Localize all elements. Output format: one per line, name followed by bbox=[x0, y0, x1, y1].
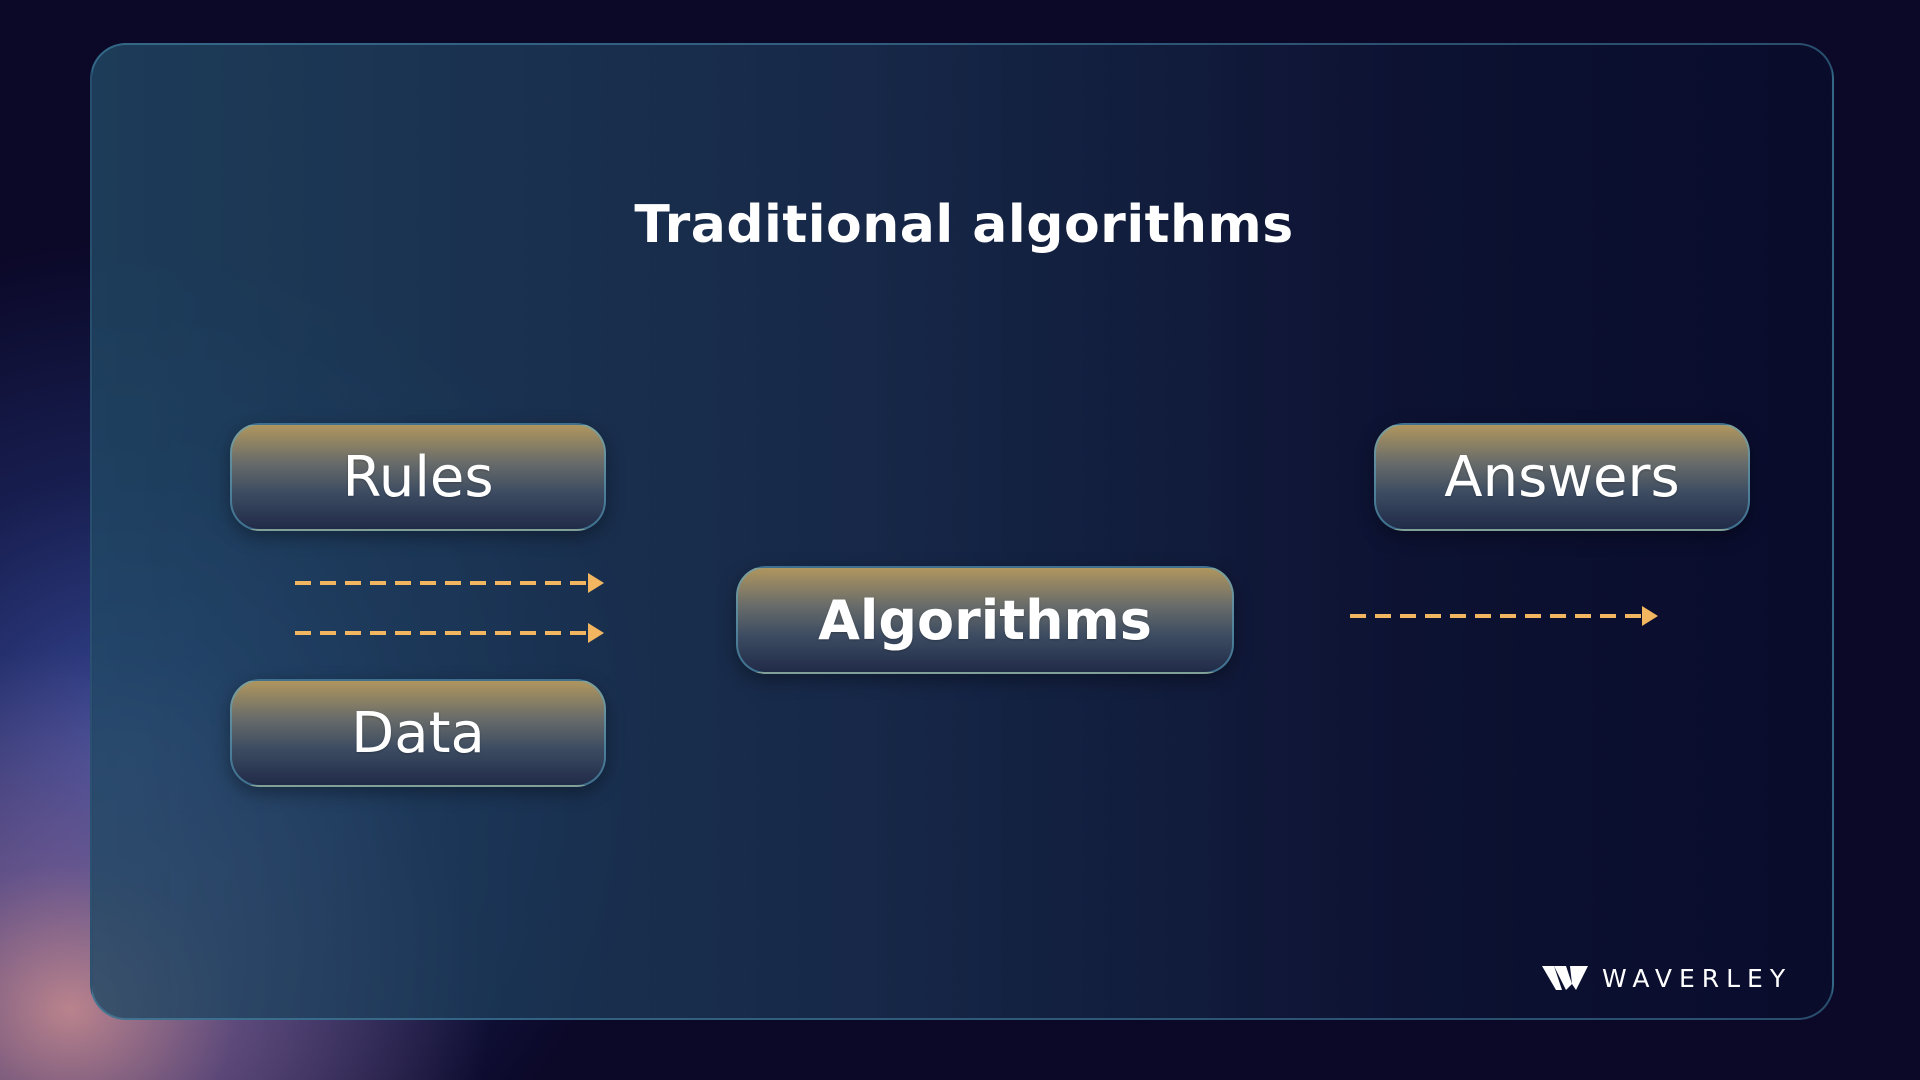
flow-arrows bbox=[295, 573, 1658, 643]
algorithms-node: Algorithms bbox=[736, 566, 1234, 674]
answers-arrow bbox=[1350, 606, 1658, 626]
answers-node: Answers bbox=[1374, 423, 1750, 531]
rules-arrow bbox=[295, 573, 604, 593]
rules-node: Rules bbox=[230, 423, 606, 531]
diagram-card: Traditional algorithms Rules Data Algori… bbox=[90, 43, 1834, 1020]
algorithms-label: Algorithms bbox=[818, 588, 1152, 652]
rules-label: Rules bbox=[342, 444, 494, 510]
answers-label: Answers bbox=[1444, 444, 1680, 510]
waverley-logo-icon bbox=[1542, 966, 1588, 990]
data-node: Data bbox=[230, 679, 606, 787]
data-arrow bbox=[295, 623, 604, 643]
data-label: Data bbox=[351, 700, 485, 766]
waverley-logo: WAVERLEY bbox=[1542, 960, 1792, 996]
waverley-wordmark: WAVERLEY bbox=[1602, 963, 1793, 993]
slide-title: Traditional algorithms bbox=[634, 195, 1294, 255]
